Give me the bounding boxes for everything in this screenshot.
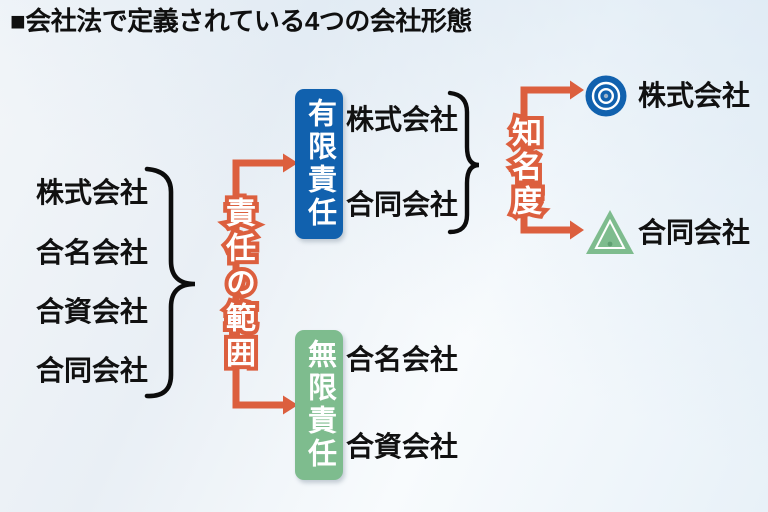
left-company-goshi: 合資会社: [36, 296, 149, 327]
unlimited-liability-box: 無限責任: [295, 330, 343, 480]
middle-brace: [447, 90, 480, 235]
limited-liability-box-label: 有限責任: [303, 98, 336, 230]
liability-axis-label-text: 責任の範囲: [221, 197, 254, 372]
recognition-company-godo: 合同会社: [638, 217, 751, 248]
page-title: ■会社法で定義されている4つの会社形態: [10, 6, 472, 36]
limited-company-godo: 合同会社: [346, 189, 459, 220]
triangle-icon: [586, 210, 634, 254]
left-company-kabushiki: 株式会社: [36, 177, 149, 208]
recognition-axis-label: 知名度 知名度: [503, 113, 544, 223]
recognition-company-kabushiki: 株式会社: [638, 80, 751, 111]
limited-liability-box: 有限責任: [295, 89, 343, 239]
left-company-godo: 合同会社: [36, 355, 149, 386]
liability-axis-label-outline: 責任の範囲: [217, 193, 258, 376]
double-circle-icon: [585, 75, 627, 117]
left-company-gomei: 合名会社: [36, 237, 149, 268]
liability-arrows: [232, 153, 298, 415]
unlimited-company-gomei: 合名会社: [346, 344, 459, 375]
recognition-axis-label-outline: 知名度: [503, 113, 544, 223]
left-brace: [144, 166, 196, 399]
recognition-axis-label-text: 知名度: [507, 117, 540, 219]
unlimited-company-goshi: 合資会社: [346, 431, 459, 462]
limited-company-kabushiki: 株式会社: [346, 104, 459, 135]
unlimited-liability-box-label: 無限責任: [303, 339, 336, 471]
recognition-arrows: [520, 80, 584, 240]
liability-axis-label: 責任の範囲 責任の範囲: [217, 193, 258, 376]
